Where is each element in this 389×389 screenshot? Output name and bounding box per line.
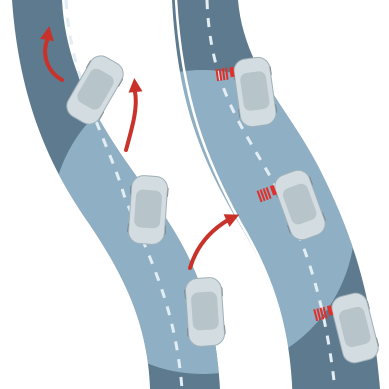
car-window — [239, 70, 270, 111]
car-window — [191, 291, 220, 331]
vehicle-3 — [127, 175, 170, 245]
vehicle-5 — [184, 277, 227, 347]
car-window — [134, 189, 163, 229]
